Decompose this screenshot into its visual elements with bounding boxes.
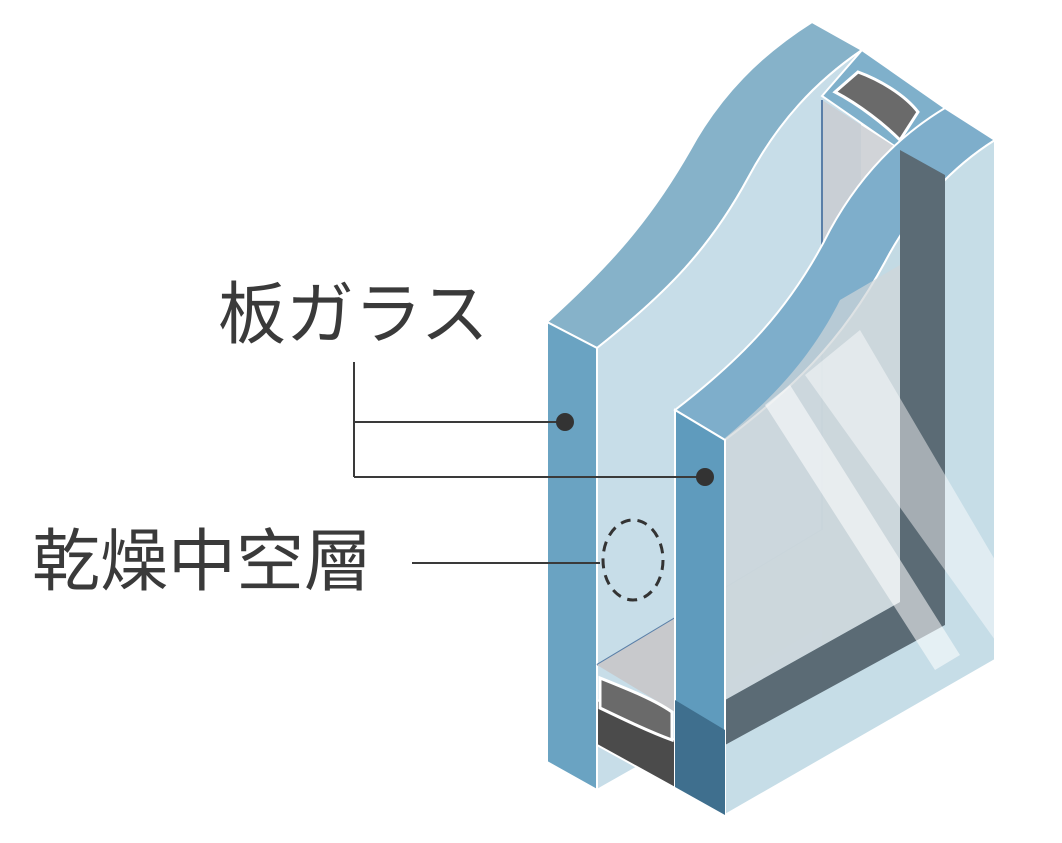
reflection-stripe-2 [805, 330, 995, 640]
sheet-glass-leader [353, 362, 705, 478]
front-frame-inner [725, 265, 900, 700]
reflection-stripe-1 [765, 385, 960, 670]
dry-hollow-layer-label: 乾燥中空層 [32, 523, 372, 602]
front-frame-dark [725, 150, 945, 745]
back-pane-side-edge [546, 320, 598, 792]
front-pane-marker-dot [696, 468, 714, 486]
top-spacer [832, 70, 920, 143]
front-pane-side-edge-lower [675, 700, 725, 815]
bottom-spacer [598, 675, 674, 743]
hollow-layer-indicator [601, 518, 665, 602]
sheet-glass-label: 板ガラス [218, 276, 489, 355]
back-pane-marker-dot [556, 413, 574, 431]
